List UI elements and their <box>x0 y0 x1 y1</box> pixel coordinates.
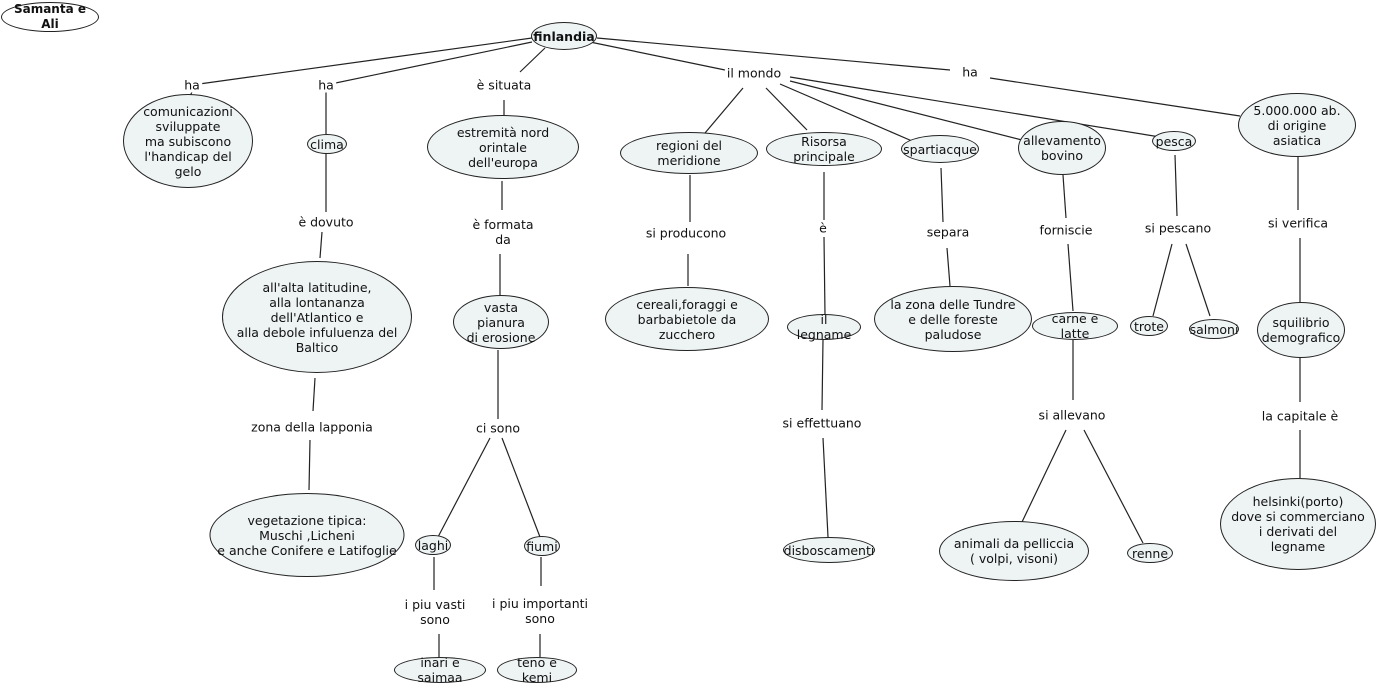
connector <box>1152 243 1173 317</box>
link-e-situata: è situata <box>474 77 534 93</box>
node-meridione: regioni del meridione <box>620 132 758 174</box>
node-clima: clima <box>307 134 347 154</box>
connector <box>319 231 323 259</box>
connector <box>989 77 1241 117</box>
link-e-dovuto: è dovuto <box>296 214 356 230</box>
link-si-effettuano: si effettuano <box>780 415 864 431</box>
node-abitanti: 5.000.000 ab. di origine asiatica <box>1238 93 1356 157</box>
link-zona-lapponia: zona della lapponia <box>249 419 375 435</box>
connector <box>765 87 808 131</box>
connector <box>1067 243 1074 312</box>
node-pelliccia: animali da pelliccia ( volpi, visoni) <box>939 521 1089 581</box>
connector <box>1174 154 1178 217</box>
connector <box>789 80 1023 141</box>
node-disboscamenti: disboscamenti <box>783 537 875 563</box>
link-separa: separa <box>924 224 972 240</box>
connector <box>325 41 533 86</box>
connector <box>308 439 311 491</box>
connector <box>940 167 944 223</box>
node-helsinki: helsinki(porto) dove si commerciano i de… <box>1220 478 1376 570</box>
connector <box>823 236 826 316</box>
node-vegetazione: vegetazione tipica: Muschi ,Licheni e an… <box>209 493 405 577</box>
connector <box>191 37 533 86</box>
node-salmoni: salmoni <box>1189 319 1239 339</box>
node-pianura: vasta pianura di erosione <box>453 295 549 349</box>
connector <box>501 437 541 538</box>
connector <box>946 247 951 287</box>
link-ha-clima: ha <box>316 77 336 93</box>
connector <box>1185 243 1211 317</box>
node-renne: renne <box>1127 543 1173 563</box>
node-estremita: estremità nord orintale dell'europa <box>427 115 579 179</box>
connector <box>789 76 1161 138</box>
node-carne: carne e latte <box>1032 311 1118 341</box>
connector <box>1062 174 1067 219</box>
link-ha-comunicazioni: ha <box>182 77 202 93</box>
link-la-capitale: la capitale è <box>1259 408 1341 424</box>
node-trote: trote <box>1130 316 1168 336</box>
link-forniscie: forniscie <box>1037 222 1095 238</box>
connector <box>589 41 726 71</box>
node-allevamento: allevamento bovino <box>1018 121 1106 175</box>
connector <box>821 339 824 411</box>
link-il-mondo: il mondo <box>724 65 784 81</box>
root-node-finlandia: finlandia <box>531 22 597 50</box>
node-risorsa: Risorsa principale <box>766 132 882 166</box>
link-si-allevano: si allevano <box>1036 407 1108 423</box>
node-tundre: la zona delle Tundre e delle foreste pal… <box>874 286 1032 352</box>
map-title: Samanta e Ali <box>1 2 99 32</box>
connector <box>822 437 829 538</box>
link-si-pescano: si pescano <box>1142 220 1214 236</box>
node-cereali: cereali,foraggi e barbabietole da zucche… <box>605 287 769 351</box>
link-si-verifica: si verifica <box>1265 215 1331 231</box>
node-legname: il legname <box>787 312 861 342</box>
connector <box>1083 429 1144 544</box>
link-piu-vasti: i piu vasti sono <box>402 597 468 627</box>
node-comunicazioni: comunicazioni sviluppate ma subiscono l'… <box>123 94 253 188</box>
connector <box>704 87 744 134</box>
node-squilibrio: squilibrio demografico <box>1257 302 1345 358</box>
connector <box>596 37 951 71</box>
link-ci-sono: ci sono <box>473 420 523 436</box>
link-e: è <box>817 220 829 236</box>
connector <box>519 47 546 73</box>
connector <box>312 377 316 412</box>
node-pesca: pesca <box>1152 131 1196 151</box>
connector <box>779 83 913 142</box>
link-ha-abitanti: ha <box>960 64 980 80</box>
node-laghi: laghi <box>415 535 451 555</box>
connector <box>1021 429 1067 523</box>
link-e-formata: è formata da <box>470 217 536 247</box>
link-piu-importanti: i piu importanti sono <box>490 596 590 626</box>
node-teno: teno e kemi <box>497 655 577 685</box>
node-spartiacque: spartiacque <box>901 135 979 163</box>
node-latitudine: all'alta latitudine, alla lontananza del… <box>222 261 412 373</box>
link-si-producono: si producono <box>643 225 729 241</box>
node-fiumi: fiumi <box>524 536 560 556</box>
node-inari: inari e saimaa <box>394 655 486 685</box>
connector <box>437 437 491 538</box>
